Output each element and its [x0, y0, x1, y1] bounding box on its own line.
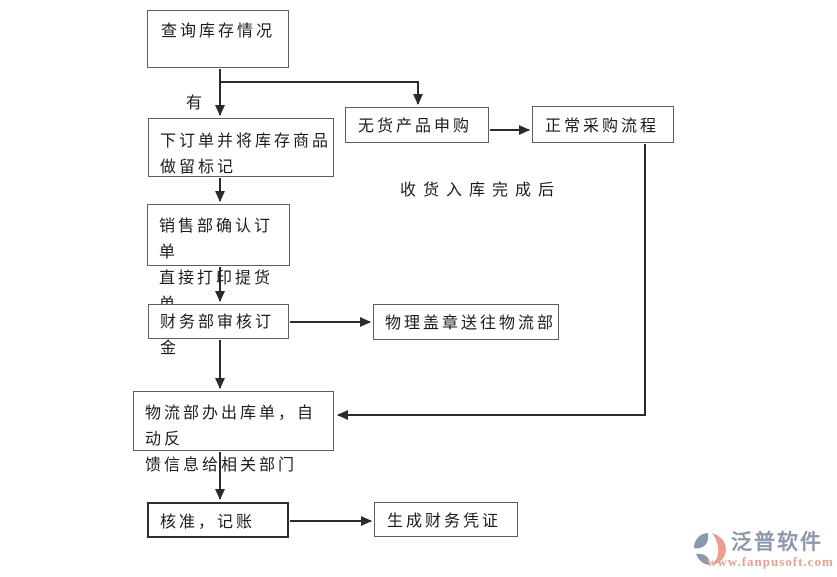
flow-node-normal-procurement: 正常采购流程 [532, 106, 674, 143]
brand-name: 泛普软件 [731, 530, 823, 554]
flow-node-sales-confirm: 销售部确认订单 直接打印提货单 [147, 204, 290, 313]
flow-node-place-order: 下订单并将库存商品 做留标记 [148, 118, 334, 177]
flow-node-logistics-outbound: 物流部办出库单，自动反 馈信息给相关部门 [133, 391, 334, 474]
edge-label-after-receiving: 收货入库完成后 [400, 182, 562, 199]
fanpu-brand: 泛普软件 www.fanpusoft.com [690, 527, 835, 571]
flow-node-no-stock-request: 无货产品申购 [345, 107, 489, 143]
flow-node-stamp-logistics: 物理盖章送往物流部 [373, 304, 559, 340]
fanpu-logo-icon [694, 533, 726, 565]
brand-url: www.fanpusoft.com [707, 554, 834, 569]
flow-node-approve-bookkeeping: 核准，记账 [147, 502, 289, 538]
flow-node-query-inventory: 查询库存情况 [147, 10, 289, 68]
connector-normal-to-logistics [337, 144, 646, 420]
flow-node-financial-voucher: 生成财务凭证 [374, 502, 518, 537]
connector-query-to-nostock [220, 81, 423, 105]
flow-node-finance-review: 财务部审核订金 [148, 304, 289, 357]
edge-label-has-stock: 有 [186, 95, 203, 112]
